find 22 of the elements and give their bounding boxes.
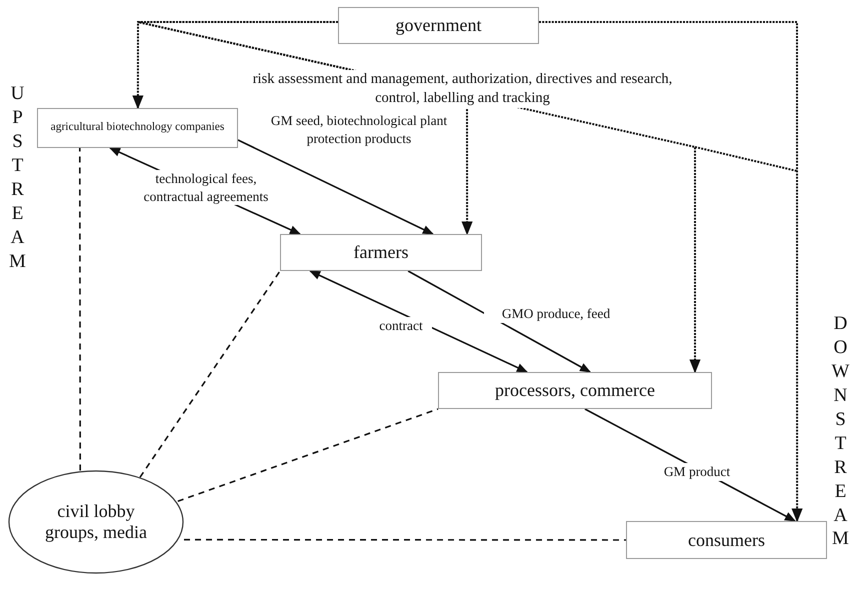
process-box (626, 521, 827, 559)
vertical-label: DOWNSTREAM (831, 312, 850, 552)
process-box (37, 108, 238, 148)
dashed-connector (139, 270, 281, 478)
process-box (438, 372, 712, 409)
node-label: farmers (354, 242, 408, 263)
process-box (338, 7, 539, 44)
dashed-connector (184, 538, 626, 541)
dashed-connector (178, 408, 438, 502)
node-label: agricultural biotechnology companies (50, 121, 224, 135)
dashed-connector (79, 148, 81, 470)
vertical-label: UPSTREAM (8, 82, 27, 274)
process-box (280, 234, 482, 271)
node-label: government (396, 15, 482, 36)
stakeholder-ellipse (8, 470, 184, 574)
node-label: civil lobby groups, media (44, 501, 148, 543)
arrow (309, 270, 528, 373)
arrow (408, 270, 592, 373)
arrow (238, 139, 434, 235)
node-label: consumers (688, 530, 765, 550)
node-label: processors, commerce (495, 380, 655, 401)
dotted-arrow (538, 21, 803, 522)
